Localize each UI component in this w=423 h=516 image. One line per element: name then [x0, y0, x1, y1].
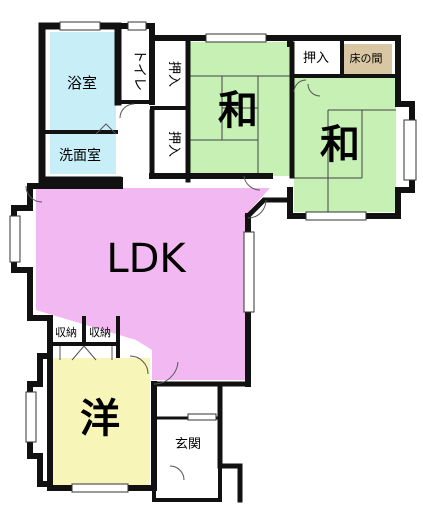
ldk-area: [36, 188, 270, 380]
windows: [9, 21, 417, 493]
bath-area: [50, 32, 116, 132]
washroom-area: [50, 134, 116, 174]
washitsu-2-area: [294, 76, 396, 212]
oshiire-3-label: 押入: [303, 51, 329, 66]
yoshitsu-area: [50, 358, 150, 486]
tokonoma-area: [344, 44, 392, 76]
washitsu-2-label: 和: [320, 122, 360, 168]
genkan-label: 玄関: [175, 437, 201, 452]
toilet-label: トイレ: [131, 49, 147, 91]
genkan-area: [156, 422, 218, 466]
ldk-label: LDK: [106, 236, 187, 282]
oshiire-1-label: 押入: [166, 61, 181, 87]
washitsu-1-area: [190, 42, 290, 176]
walls: [11, 22, 415, 503]
shuno-2-label: 収納: [89, 326, 111, 339]
tokonoma-label: 床の間: [350, 51, 383, 65]
bath-label: 浴室: [67, 74, 97, 92]
doors: [25, 79, 321, 481]
washitsu-1-label: 和: [218, 88, 258, 134]
toilet-area: [120, 32, 150, 102]
yoshitsu-label: 洋: [80, 396, 120, 442]
tatami-lines: [190, 75, 396, 212]
shuno-1-label: 収納: [55, 326, 77, 339]
oshiire-2-label: 押入: [166, 131, 181, 157]
washroom-label: 洗面室: [59, 147, 101, 164]
